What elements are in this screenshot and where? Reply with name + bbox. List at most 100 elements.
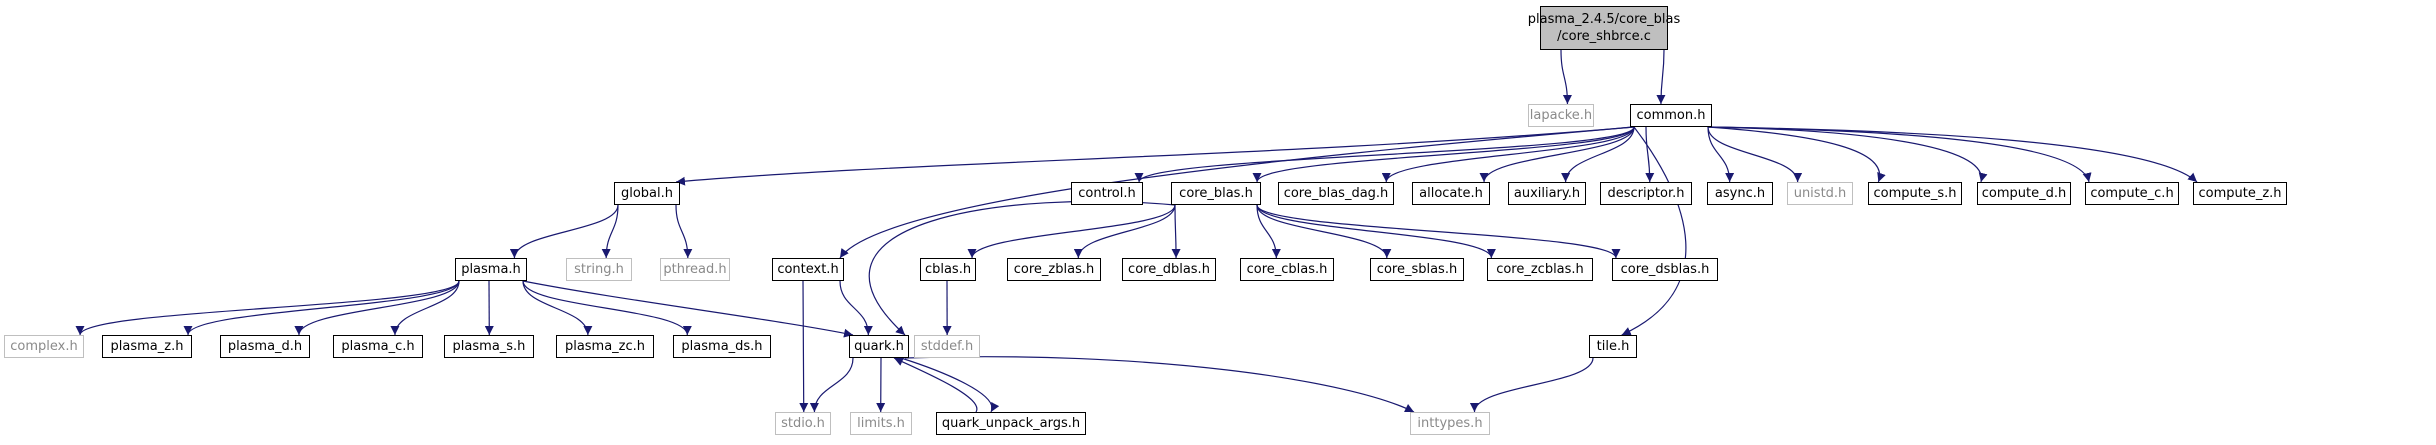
file-node-plasma-ds[interactable]: plasma_ds.h bbox=[673, 335, 771, 358]
file-node-label: plasma_c.h bbox=[341, 339, 415, 354]
edge-common-to-compute-c bbox=[1707, 126, 2092, 183]
file-node-unistd: unistd.h bbox=[1787, 182, 1853, 205]
file-node-cblas[interactable]: cblas.h bbox=[920, 258, 976, 281]
file-node-core-blas[interactable]: core_blas.h bbox=[1171, 182, 1261, 205]
file-node-plasma-s[interactable]: plasma_s.h bbox=[444, 335, 534, 358]
file-node-auxiliary[interactable]: auxiliary.h bbox=[1508, 182, 1586, 205]
file-node-label: core_dsblas.h bbox=[1620, 262, 1710, 277]
file-node-label: descriptor.h bbox=[1607, 186, 1685, 201]
file-node-label: global.h bbox=[620, 186, 674, 201]
file-node-title-line-2: /core_shbrce.c bbox=[1557, 29, 1651, 44]
file-node-core-shbrce-c: plasma_2.4.5/core_blas /core_shbrce.c bbox=[1528, 6, 1680, 50]
file-node-plasma-z[interactable]: plasma_z.h bbox=[102, 335, 192, 358]
file-node-label: inttypes.h bbox=[1417, 416, 1483, 431]
file-node-label: core_blas_dag.h bbox=[1283, 186, 1389, 201]
file-node-control[interactable]: control.h bbox=[1071, 182, 1143, 205]
file-node-tile[interactable]: tile.h bbox=[1589, 335, 1637, 358]
edge-common-to-global bbox=[675, 126, 1635, 186]
file-node-limits: limits.h bbox=[850, 412, 912, 435]
file-node-context[interactable]: context.h bbox=[772, 258, 844, 281]
file-node-label: tile.h bbox=[1596, 339, 1630, 354]
edge-plasma-to-plasma-z bbox=[183, 280, 460, 336]
file-node-plasma-c[interactable]: plasma_c.h bbox=[333, 335, 423, 358]
file-node-label: compute_c.h bbox=[2090, 186, 2174, 201]
edge-core-blas-to-core-sblas bbox=[1256, 204, 1392, 259]
file-node-label: pthread.h bbox=[663, 262, 727, 277]
file-node-plasma-d[interactable]: plasma_d.h bbox=[220, 335, 310, 358]
file-node-label: compute_z.h bbox=[2198, 186, 2282, 201]
edge-common-to-auxiliary bbox=[1561, 126, 1635, 183]
file-node-string: string.h bbox=[566, 258, 632, 281]
file-node-quark[interactable]: quark.h bbox=[849, 335, 909, 358]
file-node-label: core_zblas.h bbox=[1013, 262, 1095, 277]
file-node-complex: complex.h bbox=[4, 335, 84, 358]
file-node-label: complex.h bbox=[10, 339, 78, 354]
file-node-label: core_cblas.h bbox=[1246, 262, 1328, 277]
file-node-pthread: pthread.h bbox=[660, 258, 730, 281]
file-node-label: core_blas.h bbox=[1179, 186, 1253, 201]
file-node-descriptor[interactable]: descriptor.h bbox=[1600, 182, 1692, 205]
file-node-core-blas-dag[interactable]: core_blas_dag.h bbox=[1278, 182, 1394, 205]
edge-context-to-quark bbox=[839, 280, 873, 336]
edge-plasma-to-plasma-d bbox=[294, 280, 460, 336]
edge-common-to-control bbox=[1134, 126, 1635, 183]
edge-common-to-core-blas-dag bbox=[1381, 126, 1635, 183]
edge-core-blas-to-core-cblas bbox=[1256, 204, 1281, 259]
edge-common-to-compute-s bbox=[1707, 126, 1886, 183]
file-node-label: quark.h bbox=[854, 339, 904, 354]
file-node-compute-d[interactable]: compute_d.h bbox=[1977, 182, 2071, 205]
file-node-compute-z[interactable]: compute_z.h bbox=[2193, 182, 2287, 205]
edge-plasma-to-quark bbox=[522, 280, 854, 338]
file-node-plasma[interactable]: plasma.h bbox=[455, 258, 527, 281]
file-node-core-zcblas[interactable]: core_zcblas.h bbox=[1487, 258, 1593, 281]
file-node-compute-c[interactable]: compute_c.h bbox=[2085, 182, 2179, 205]
file-node-label: compute_s.h bbox=[1873, 186, 1957, 201]
edge-core-blas-to-core-zblas bbox=[1073, 204, 1176, 259]
edge-root-to-lapacke bbox=[1560, 49, 1572, 105]
edge-core-blas-to-core-dblas bbox=[1171, 204, 1181, 259]
file-node-stdio: stdio.h bbox=[775, 412, 831, 435]
file-node-label: context.h bbox=[777, 262, 839, 277]
edge-common-to-async bbox=[1707, 126, 1735, 183]
file-node-core-dsblas[interactable]: core_dsblas.h bbox=[1612, 258, 1718, 281]
file-node-global[interactable]: global.h bbox=[614, 182, 680, 205]
file-node-quark-unpack-args[interactable]: quark_unpack_args.h bbox=[936, 412, 1086, 435]
edge-tile-to-inttypes bbox=[1469, 357, 1594, 413]
file-node-label: auxiliary.h bbox=[1513, 186, 1581, 201]
edge-quark-to-quark-unpack-args bbox=[900, 357, 1000, 413]
edge-root-to-common bbox=[1656, 49, 1666, 105]
file-node-label: compute_d.h bbox=[1981, 186, 2067, 201]
file-node-core-zblas[interactable]: core_zblas.h bbox=[1007, 258, 1101, 281]
file-node-core-sblas[interactable]: core_sblas.h bbox=[1370, 258, 1464, 281]
file-node-label: string.h bbox=[574, 262, 624, 277]
edge-plasma-to-plasma-c bbox=[390, 280, 460, 336]
file-node-label: unistd.h bbox=[1793, 186, 1847, 201]
file-node-inttypes: inttypes.h bbox=[1410, 412, 1490, 435]
file-node-allocate[interactable]: allocate.h bbox=[1412, 182, 1490, 205]
file-node-label: allocate.h bbox=[1419, 186, 1483, 201]
file-node-label: limits.h bbox=[857, 416, 905, 431]
edge-context-to-stdio bbox=[799, 280, 809, 413]
file-node-async[interactable]: async.h bbox=[1707, 182, 1773, 205]
file-node-common[interactable]: common.h bbox=[1630, 104, 1712, 127]
file-node-label: quark_unpack_args.h bbox=[941, 416, 1081, 431]
file-node-label: plasma_zc.h bbox=[564, 339, 646, 354]
file-node-lapacke: lapacke.h bbox=[1528, 104, 1594, 127]
file-node-core-dblas[interactable]: core_dblas.h bbox=[1122, 258, 1216, 281]
file-node-label: lapacke.h bbox=[1529, 108, 1593, 123]
file-node-label: plasma_d.h bbox=[227, 339, 303, 354]
file-node-label: core_zcblas.h bbox=[1496, 262, 1584, 277]
file-node-label: stddef.h bbox=[920, 339, 974, 354]
file-node-label: plasma_z.h bbox=[110, 339, 184, 354]
file-node-plasma-zc[interactable]: plasma_zc.h bbox=[556, 335, 654, 358]
file-node-core-cblas[interactable]: core_cblas.h bbox=[1240, 258, 1334, 281]
edge-global-to-string bbox=[601, 204, 619, 259]
edge-quark-to-inttypes bbox=[904, 356, 1415, 413]
file-node-label: control.h bbox=[1078, 186, 1136, 201]
edge-plasma-to-plasma-ds bbox=[522, 280, 692, 336]
file-node-compute-s[interactable]: compute_s.h bbox=[1868, 182, 1962, 205]
edge-common-to-core-blas bbox=[1252, 126, 1635, 183]
edge-global-to-plasma bbox=[509, 204, 619, 259]
file-node-stddef: stddef.h bbox=[914, 335, 980, 358]
file-node-label: stdio.h bbox=[781, 416, 825, 431]
